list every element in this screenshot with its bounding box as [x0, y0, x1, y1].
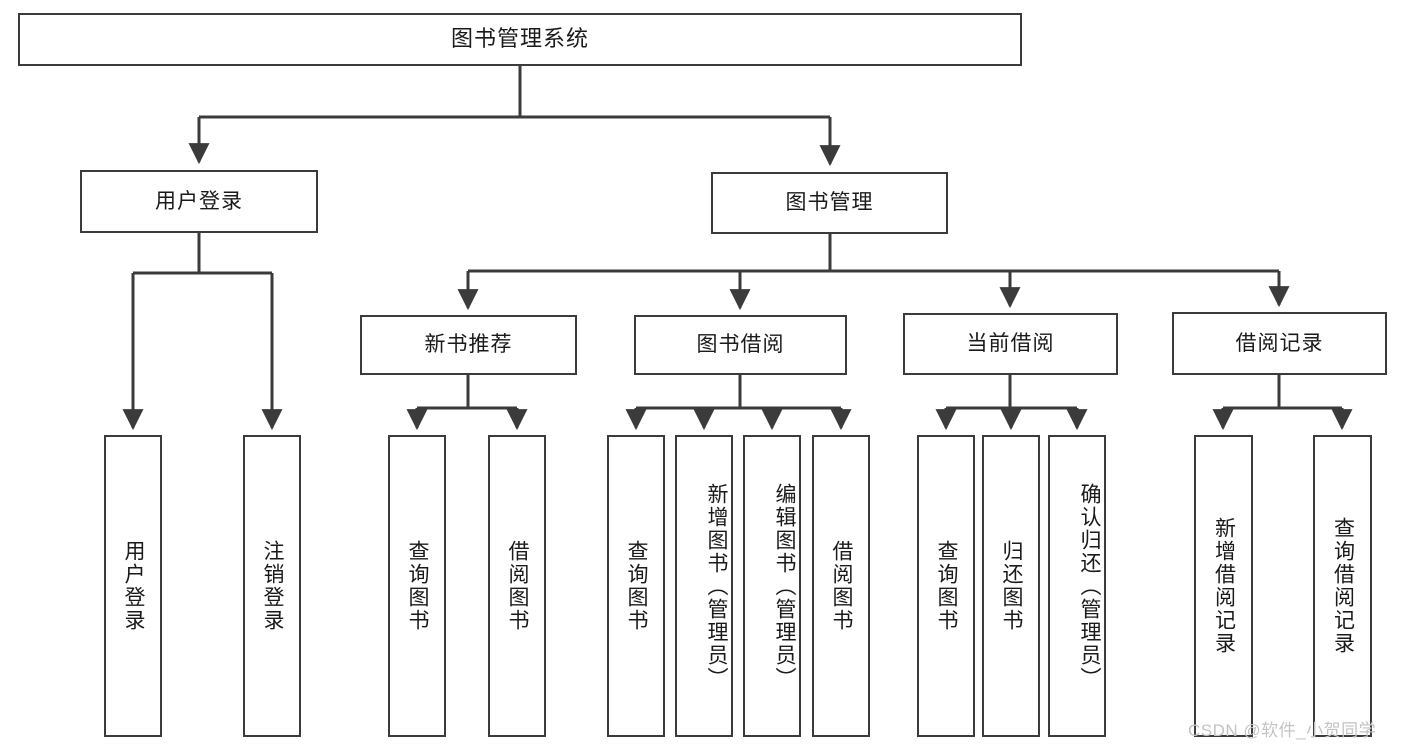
node-current-borrow[interactable]: 当前借阅 — [903, 313, 1118, 375]
leaf-query-book-1-label: 查询图书 — [406, 540, 429, 632]
leaf-add-record[interactable]: 新增借阅记录 — [1194, 435, 1253, 737]
leaf-confirm-return[interactable]: 确认归还（管理员） — [1048, 435, 1106, 737]
leaf-borrow-book-1-label: 借阅图书 — [506, 540, 529, 632]
leaf-return-book-label: 归还图书 — [1000, 540, 1023, 632]
node-new-book-recommend[interactable]: 新书推荐 — [360, 315, 577, 375]
leaf-query-book-1[interactable]: 查询图书 — [388, 435, 446, 737]
node-root[interactable]: 图书管理系统 — [18, 13, 1022, 66]
node-user-login-label: 用户登录 — [155, 189, 243, 213]
leaf-borrow-book-1[interactable]: 借阅图书 — [488, 435, 546, 737]
node-new-book-recommend-label: 新书推荐 — [424, 333, 513, 357]
node-book-borrow[interactable]: 图书借阅 — [634, 315, 847, 375]
leaf-query-record-label: 查询借阅记录 — [1331, 517, 1355, 655]
leaf-query-book-2[interactable]: 查询图书 — [607, 435, 665, 737]
node-book-manage-label: 图书管理 — [785, 191, 874, 215]
leaf-query-book-3-label: 查询图书 — [935, 540, 958, 632]
leaf-logout-login-label: 注销登录 — [261, 540, 284, 632]
node-borrow-record[interactable]: 借阅记录 — [1172, 312, 1387, 375]
node-current-borrow-label: 当前借阅 — [966, 332, 1055, 356]
node-root-label: 图书管理系统 — [450, 26, 589, 52]
leaf-return-book[interactable]: 归还图书 — [982, 435, 1040, 737]
node-borrow-record-label: 借阅记录 — [1235, 331, 1324, 355]
leaf-borrow-book-2-label: 借阅图书 — [830, 540, 853, 632]
leaf-logout-login[interactable]: 注销登录 — [243, 435, 301, 737]
node-book-manage[interactable]: 图书管理 — [711, 172, 948, 234]
leaf-user-login[interactable]: 用户登录 — [104, 435, 162, 737]
leaf-add-record-label: 新增借阅记录 — [1212, 517, 1236, 655]
leaf-user-login-label: 用户登录 — [122, 540, 145, 632]
leaf-add-book[interactable]: 新增图书（管理员） — [675, 435, 733, 737]
leaf-add-book-label: 新增图书（管理员） — [705, 482, 728, 690]
node-book-borrow-label: 图书借阅 — [696, 333, 785, 357]
watermark: CSDN @软件_小贺同学 — [1188, 721, 1377, 740]
leaf-query-book-3[interactable]: 查询图书 — [917, 435, 975, 737]
leaf-query-book-2-label: 查询图书 — [625, 540, 648, 632]
leaf-edit-book[interactable]: 编辑图书（管理员） — [743, 435, 801, 737]
leaf-confirm-return-label: 确认归还（管理员） — [1078, 482, 1101, 690]
leaf-borrow-book-2[interactable]: 借阅图书 — [812, 435, 870, 737]
leaf-edit-book-label: 编辑图书（管理员） — [773, 482, 796, 690]
leaf-query-record[interactable]: 查询借阅记录 — [1313, 435, 1372, 737]
node-user-login[interactable]: 用户登录 — [80, 170, 318, 233]
